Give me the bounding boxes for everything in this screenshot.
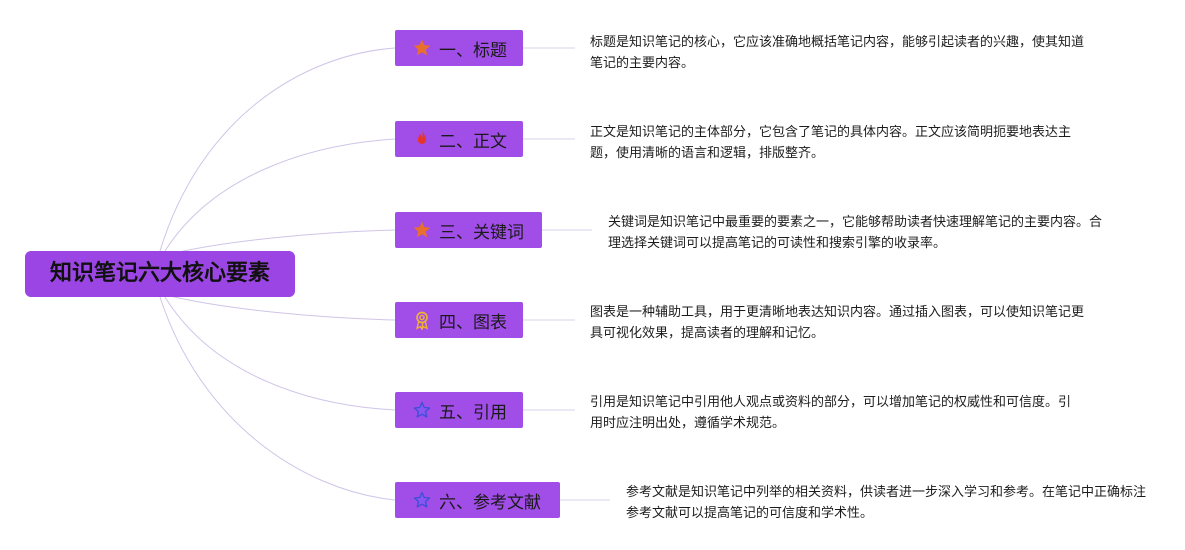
connector-6	[159, 296, 396, 501]
branch-label: 三、关键词	[439, 222, 524, 243]
branch-description: 引用是知识笔记中引用他人观点或资料的部分，可以增加笔记的权威性和可信度。引用时应…	[590, 395, 1072, 431]
star-outline-icon	[411, 399, 433, 421]
star-icon	[411, 219, 433, 241]
star-outline-icon	[411, 489, 433, 511]
branch-label: 一、标题	[439, 40, 507, 61]
connector-4	[169, 295, 396, 321]
branch-description: 图表是一种辅助工具，用于更清晰地表达知识内容。通过插入图表，可以使知识笔记更具可…	[590, 305, 1085, 341]
branch-citations[interactable]: 五、引用	[395, 392, 523, 428]
branch-description: 参考文献是知识笔记中列举的相关资料，供读者进一步深入学习和参考。在笔记中正确标注…	[626, 485, 1147, 521]
connector-5	[164, 296, 396, 411]
branch-description: 标题是知识笔记的核心，它应该准确地概括笔记内容，能够引起读者的兴趣，使其知道笔记…	[590, 35, 1085, 71]
connector-2	[164, 138, 396, 252]
fire-icon	[411, 128, 433, 150]
branch-keywords[interactable]: 三、关键词	[395, 212, 542, 248]
root-topic[interactable]: 知识笔记六大核心要素	[25, 251, 295, 297]
branch-body[interactable]: 二、正文	[395, 121, 523, 157]
branch-description: 关键词是知识笔记中最重要的要素之一，它能够帮助读者快速理解笔记的主要内容。合理选…	[608, 215, 1103, 251]
branch-label: 五、引用	[439, 402, 507, 423]
branch-charts[interactable]: 四、图表	[395, 302, 523, 338]
star-icon	[411, 37, 433, 59]
branch-description: 正文是知识笔记的主体部分，它包含了笔记的具体内容。正文应该简明扼要地表达主题，使…	[590, 125, 1072, 161]
branch-label: 二、正文	[439, 131, 507, 152]
branch-references[interactable]: 六、参考文献	[395, 482, 560, 518]
branch-label: 四、图表	[439, 312, 507, 333]
connector-3	[169, 229, 396, 255]
branch-label: 六、参考文献	[439, 492, 541, 513]
branch-title[interactable]: 一、标题	[395, 30, 523, 66]
connector-1	[159, 47, 396, 252]
medal-icon	[411, 309, 433, 331]
